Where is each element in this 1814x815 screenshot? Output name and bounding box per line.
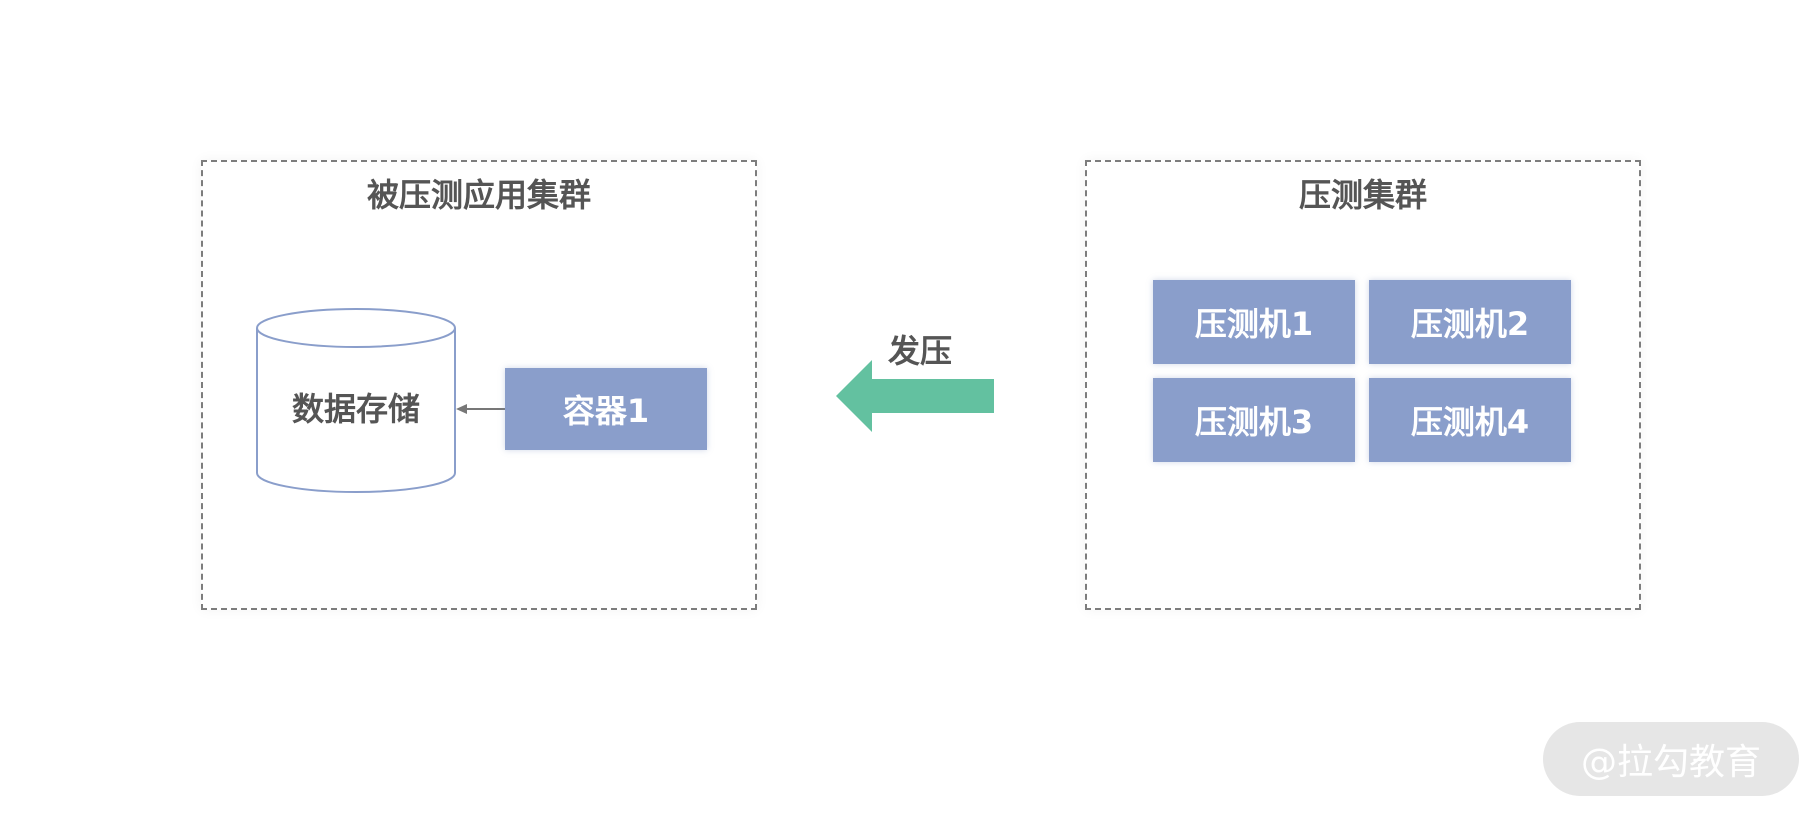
watermark-text: @拉勾教育 xyxy=(1580,742,1761,783)
load-arrow xyxy=(836,360,994,432)
load-machine-node: 压测机2 xyxy=(1369,280,1571,364)
load-machine-node: 压测机3 xyxy=(1153,378,1355,462)
load-machine-label: 压测机3 xyxy=(1194,403,1314,441)
database-icon xyxy=(256,308,456,493)
data-storage-label: 数据存储 xyxy=(291,390,420,428)
load-machine-label: 压测机1 xyxy=(1194,305,1314,343)
app-cluster-title: 被压测应用集群 xyxy=(366,176,591,214)
load-machine-label: 压测机4 xyxy=(1410,403,1530,441)
load-machine-label: 压测机2 xyxy=(1410,305,1530,343)
container-node: 容器1 xyxy=(505,368,707,450)
watermark-badge: @拉勾教育 xyxy=(1543,722,1799,796)
load-machine-node: 压测机1 xyxy=(1153,280,1355,364)
load-machine-node: 压测机4 xyxy=(1369,378,1571,462)
container-label: 容器1 xyxy=(562,392,650,430)
app-cluster-group: 被压测应用集群 xyxy=(201,160,757,610)
data-storage-node: 数据存储 xyxy=(256,308,456,493)
load-cluster-group: 压测集群 xyxy=(1085,160,1641,610)
load-cluster-title: 压测集群 xyxy=(1298,176,1427,214)
container-to-storage-arrow xyxy=(456,404,508,414)
load-arrow-label: 发压 xyxy=(887,332,952,370)
